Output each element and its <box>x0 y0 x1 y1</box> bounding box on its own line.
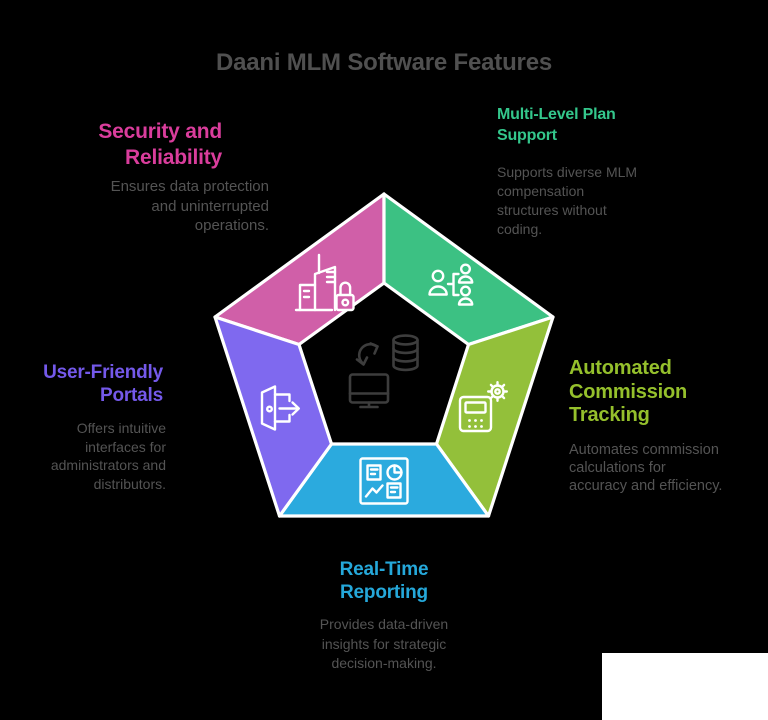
people-hierarchy-icon <box>428 263 474 306</box>
description-line: administrators and <box>50 457 166 473</box>
description-line: coding. <box>497 221 543 237</box>
segment-portals <box>213 315 334 518</box>
description-line: distributors. <box>93 475 166 492</box>
feature-heading-security: Security and Reliability <box>82 119 222 171</box>
calculator-gear-icon <box>458 381 508 433</box>
heading-line: Tracking <box>569 404 650 426</box>
report-dashboard-icon <box>359 457 409 505</box>
feature-heading-multilevel: Multi-Level Plan Support <box>497 104 682 146</box>
description-line: and uninterrupted <box>151 197 269 215</box>
door-arrow-icon <box>260 385 300 431</box>
description-line: Offers intuitive <box>76 420 166 436</box>
heading-line: Support <box>497 127 557 144</box>
description-line: Ensures data protection <box>110 178 269 195</box>
description-line: interfaces for <box>85 438 166 455</box>
description-line: operations. <box>194 217 269 234</box>
description-line: Automates commission <box>569 442 719 458</box>
heading-line: Reliability <box>125 146 222 169</box>
heading-line: Multi-Level Plan <box>497 106 616 123</box>
description-line: Provides data-driven <box>319 616 449 632</box>
feature-heading-portals: User-Friendly Portals <box>22 361 163 407</box>
building-lock-icon <box>294 253 355 312</box>
description-line: accuracy and efficiency. <box>569 478 723 494</box>
heading-line: Automated <box>569 357 672 379</box>
description-line: insights for strategic <box>321 635 447 652</box>
white-cover-rect <box>602 653 768 720</box>
heading-line: User-Friendly <box>43 362 163 383</box>
heading-line: Security and <box>98 120 222 143</box>
heading-line: Commission <box>569 380 688 403</box>
page-title: Daani MLM Software Features <box>215 49 552 76</box>
feature-description-security: Ensures data protection and uninterrupte… <box>88 177 269 236</box>
feature-description-commission: Automates commission calculations for ac… <box>569 441 764 495</box>
data-sync-icon <box>348 334 419 409</box>
description-line: structures without <box>497 202 607 218</box>
heading-line: Reporting <box>340 581 428 603</box>
feature-description-reporting: Provides data-driven insights for strate… <box>284 615 484 674</box>
feature-heading-reporting: Real-Time Reporting <box>284 559 484 604</box>
gear-icon <box>487 381 508 402</box>
description-line: calculations for <box>569 460 666 476</box>
feature-description-portals: Offers intuitive interfaces for administ… <box>22 419 166 493</box>
heading-line: Real-Time <box>339 559 429 580</box>
feature-description-multilevel: Supports diverse MLM compensation struct… <box>497 163 682 239</box>
feature-heading-commission: Automated Commission Tracking <box>569 357 759 428</box>
description-line: decision-making. <box>331 655 437 671</box>
description-line: compensation <box>497 183 585 199</box>
heading-line: Portals <box>99 385 163 406</box>
description-line: Supports diverse MLM <box>497 164 638 180</box>
